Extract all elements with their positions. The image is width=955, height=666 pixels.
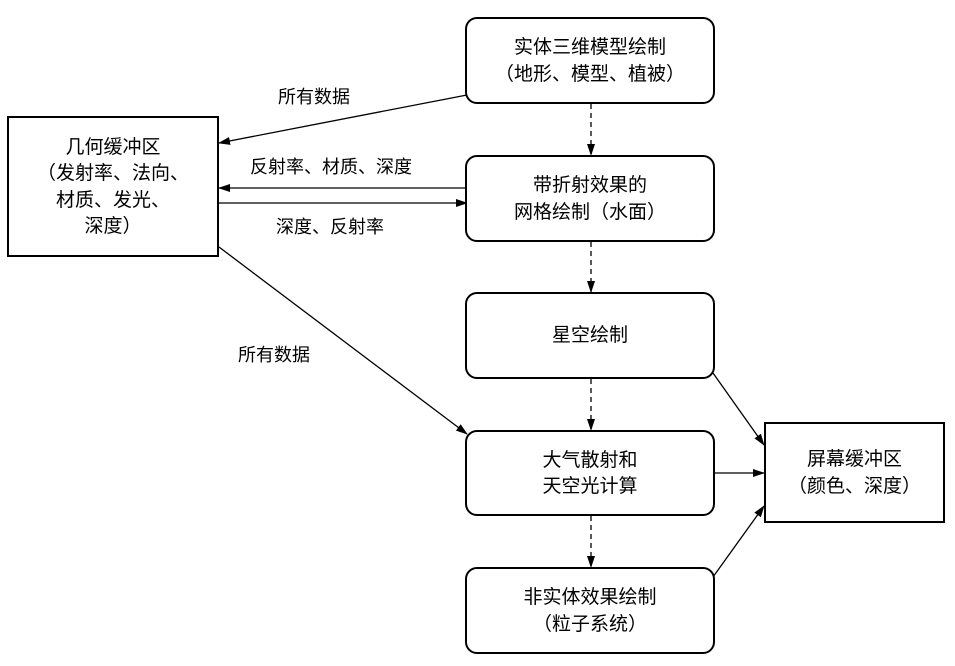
edge-label-all-data-bottom: 所有数据 (238, 345, 310, 366)
node-starry-sky-render: 星空绘制 (465, 292, 715, 379)
node-line: 带折射效果的 (532, 174, 647, 197)
node-line: （颜色、深度） (787, 474, 921, 497)
node-line: 网格绘制（水面） (513, 200, 666, 223)
node-refraction-mesh-render: 带折射效果的 网格绘制（水面） (465, 155, 715, 242)
node-line: （粒子系统） (532, 612, 647, 635)
node-line: 实体三维模型绘制 (513, 36, 666, 59)
node-line: （发射率、法向、 (36, 162, 189, 185)
node-solid-3d-model-render: 实体三维模型绘制 （地形、模型、植被） (465, 17, 715, 104)
node-line: 深度） (84, 214, 142, 237)
node-line: 屏幕缓冲区 (806, 448, 902, 471)
arrow-geometry-buffer-to-atmosphere (218, 246, 468, 435)
node-line: 非实体效果绘制 (523, 586, 657, 609)
node-non-solid-effect-render: 非实体效果绘制 （粒子系统） (465, 567, 715, 654)
node-atmosphere-scattering: 大气散射和 天空光计算 (465, 430, 715, 516)
node-geometry-buffer: 几何缓冲区 （发射率、法向、 材质、发光、 深度） (7, 116, 219, 257)
edge-label-all-data-top: 所有数据 (278, 87, 350, 108)
node-line: 天空光计算 (542, 475, 638, 497)
node-line: （地形、模型、植被） (494, 62, 685, 85)
node-line: 材质、发光、 (55, 188, 170, 211)
node-line: 大气散射和 (542, 448, 638, 471)
arrow-non-solid-to-screen-buffer (712, 505, 765, 578)
edge-label-reflect-material-depth: 反射率、材质、深度 (250, 157, 412, 178)
arrow-solid-to-geometry-buffer (218, 94, 468, 145)
arrow-starry-sky-to-screen-buffer (712, 372, 765, 446)
node-screen-buffer: 屏幕缓冲区 （颜色、深度） (764, 422, 945, 523)
node-line: 星空绘制 (551, 324, 628, 347)
edge-label-depth-reflect: 深度、反射率 (276, 217, 384, 238)
node-line: 几何缓冲区 (65, 136, 161, 159)
